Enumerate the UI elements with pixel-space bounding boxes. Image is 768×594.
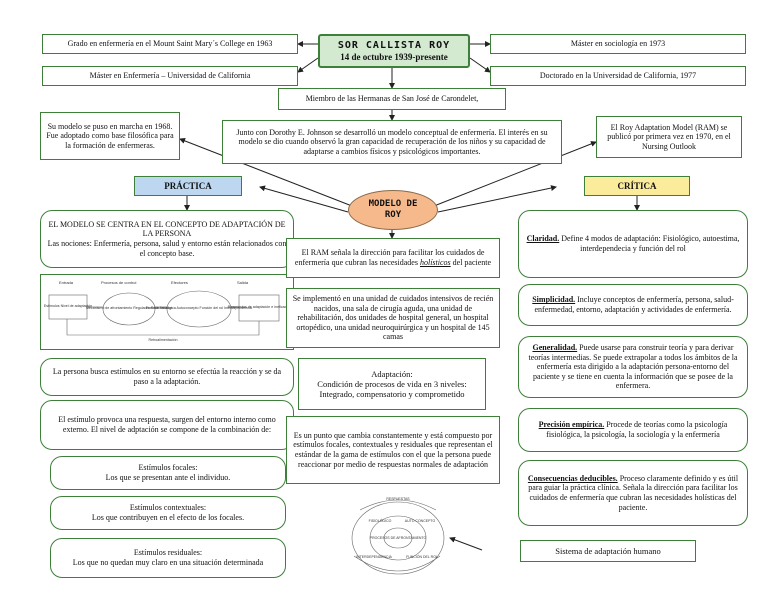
fig2-label-autoconcepto: AUTO CONCEPTO [405, 519, 436, 523]
fig-label-procesos: Procesos de control [101, 280, 136, 285]
critica-consecuencias-title: Consecuencias deducibles. [527, 473, 618, 483]
critica-generalidad-title: Generalidad. [532, 343, 578, 353]
bio-box-4: Doctorado en la Universidad de Californi… [490, 66, 746, 86]
center-implementation: Se implementó en una unidad de cuidados … [286, 288, 500, 348]
stimulus-focal-title: Estímulos focales: [138, 463, 198, 473]
fig-label-efectores: Efectores [171, 280, 188, 285]
bio-box-5: Miembro de las Hermanas de San José de C… [278, 88, 506, 110]
center-ram-b: del paciente [452, 258, 492, 267]
stimulus-contextual-text: Los que contribuyen en el efecto de los … [91, 513, 245, 522]
fig2-label-respuestas: RESPUESTAS [386, 497, 410, 501]
system-diagram: RESPUESTAS PROCESOS DE AFRONTAMIENTO FIS… [351, 497, 445, 575]
critica-simplicidad: Simplicidad. Incluye conceptos de enferm… [518, 284, 748, 326]
stimulus-contextual-title: Estímulos contextuales: [129, 503, 207, 513]
model-node: MODELO DE ROY [348, 190, 438, 230]
fig2-label-interdependencia: INTERDEPENDENCIA [356, 555, 392, 559]
fig2-label-procesos: PROCESOS DE AFRONTAMIENTO [370, 536, 427, 540]
critica-precision: Precisión empírica. Procede de teorías c… [518, 408, 748, 452]
stimulus-contextual: Estímulos contextuales: Los que contribu… [50, 496, 286, 530]
critica-claridad-title: Claridad. [526, 234, 560, 244]
stimulus-residual: Estímulos residuales: Los que no quedan … [50, 538, 286, 578]
title-name: SOR CALLISTA ROY [337, 39, 451, 51]
stimulus-focal: Estímulos focales: Los que se presentan … [50, 456, 286, 490]
stimulus-residual-title: Estímulos residuales: [133, 548, 203, 558]
critica-precision-text: Procede de teorías como la psicología fi… [546, 420, 728, 439]
adaptation-process-figure: Entrada Procesos de control Efectores Sa… [40, 274, 294, 350]
fig2-label-rol: FUNCIÓN DEL ROL [406, 554, 438, 559]
fig-label-mecanismo: Mecanismo de afrontamiento Regulador Rel… [86, 306, 173, 310]
critica-generalidad: Generalidad. Puede usarse para construir… [518, 336, 748, 398]
critica-claridad: Claridad. Define 4 modos de adaptación: … [518, 210, 748, 278]
fig-label-funciones: Función fisiológica Autoconcepto Función… [146, 306, 252, 310]
process-diagram: Entrada Procesos de control Efectores Sa… [44, 280, 291, 342]
bio-box-8: El Roy Adaptation Model (RAM) se publicó… [596, 116, 742, 158]
center-adaptation-text: Condición de procesos de vida en 3 nivel… [317, 378, 467, 400]
bio-box-7: Su modelo se puso en marcha en 1968. Fue… [40, 112, 180, 160]
center-ram-a: El RAM señala la dirección para facilita… [294, 248, 485, 267]
critica-generalidad-text: Puede usarse para construir teoría y par… [528, 343, 738, 391]
bio-box-2: Máster en Enfermería – Universidad de Ca… [42, 66, 298, 86]
fig-label-retro: Retroalimentación [149, 338, 178, 342]
center-ram: El RAM señala la dirección para facilita… [286, 238, 500, 278]
practica-focus-title: EL MODELO SE CENTRA EN EL CONCEPTO DE AD… [48, 219, 286, 239]
center-adaptation: Adaptación: Condición de procesos de vid… [298, 358, 486, 410]
bio-box-1: Grado en enfermería en el Mount Saint Ma… [42, 34, 298, 54]
practica-p2: El estímulo provoca una respuesta, surge… [40, 400, 294, 450]
critica-header: CRÍTICA [584, 176, 690, 196]
fig2-label-fisiologico: FISIOLÓGICO [369, 518, 392, 523]
stimulus-residual-text: Los que no quedan muy claro en una situa… [72, 558, 264, 567]
critica-consecuencias-text: Proceso claramente definido y es útil pa… [528, 473, 739, 512]
center-ram-em: holísticos [419, 258, 451, 267]
critica-claridad-text: Define 4 modos de adaptación: Fisiológic… [561, 234, 740, 253]
practica-focus-text: Las nociones: Enfermería, persona, salud… [47, 239, 287, 258]
critica-precision-title: Precisión empírica. [538, 420, 605, 430]
practica-header: PRÁCTICA [134, 176, 242, 196]
bio-box-6: Junto con Dorothy E. Johnson se desarrol… [222, 120, 562, 164]
critica-consecuencias: Consecuencias deducibles. Proceso claram… [518, 460, 748, 526]
fig-label-salida: Salida [237, 280, 249, 285]
system-label: Sistema de adaptación humano [520, 540, 696, 562]
title-date: 14 de octubre 1939-presente [340, 51, 448, 62]
practica-focus: EL MODELO SE CENTRA EN EL CONCEPTO DE AD… [40, 210, 294, 268]
human-system-figure: RESPUESTAS PROCESOS DE AFRONTAMIENTO FIS… [340, 490, 450, 580]
fig-label-estimulos: Estímulos Nivel de adaptación [44, 304, 92, 308]
practica-p1: La persona busca estímulos en su entorno… [40, 358, 294, 396]
fig-label-entrada: Entrada [59, 280, 74, 285]
critica-simplicidad-text: Incluye conceptos de enfermería, persona… [534, 295, 734, 314]
bio-box-3: Máster en sociología en 1973 [490, 34, 746, 54]
title-box: SOR CALLISTA ROY 14 de octubre 1939-pres… [318, 34, 470, 68]
stimulus-focal-text: Los que se presentan ante el individuo. [105, 473, 231, 482]
center-adaptation-title: Adaptación: [371, 368, 413, 379]
center-point: Es un punto que cambia constantemente y … [286, 416, 500, 484]
critica-simplicidad-title: Simplicidad. [532, 295, 576, 305]
fig-label-respuestas: Respuestas de adaptación e ineficaces [228, 305, 291, 309]
